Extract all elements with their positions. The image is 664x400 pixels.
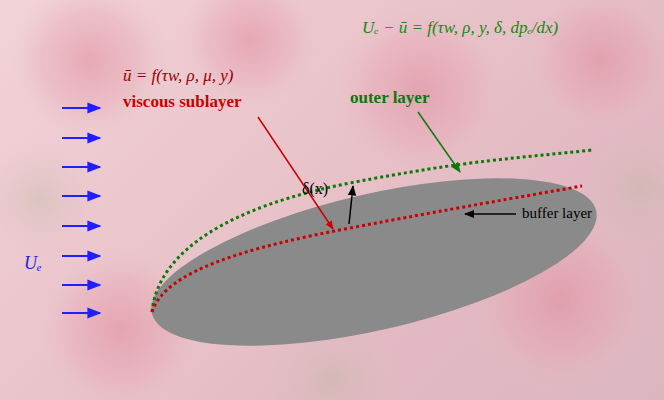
outer-layer-edge <box>152 150 592 312</box>
sublayer-formula: ū = f(τw, ρ, μ, y) <box>123 66 233 86</box>
buffer-layer-leader <box>465 213 516 215</box>
outer-formula: Uₑ − ū = f(τw, ρ, y, δ, dpₑ/dx) <box>362 18 558 38</box>
outer-layer-leader <box>418 112 460 172</box>
sublayer-leader <box>258 117 333 229</box>
region-name: buffer layer <box>522 205 592 222</box>
thickness-arrow <box>349 186 353 224</box>
sublayer-edge <box>152 186 582 312</box>
body-ellipse <box>137 144 612 379</box>
region-name: outer layer <box>350 88 429 108</box>
freestream-arrows <box>62 108 100 313</box>
velocity-label: Uₑ <box>24 253 42 274</box>
thickness-label: δ(x) <box>302 180 328 198</box>
region-name: viscous sublayer <box>123 92 242 112</box>
